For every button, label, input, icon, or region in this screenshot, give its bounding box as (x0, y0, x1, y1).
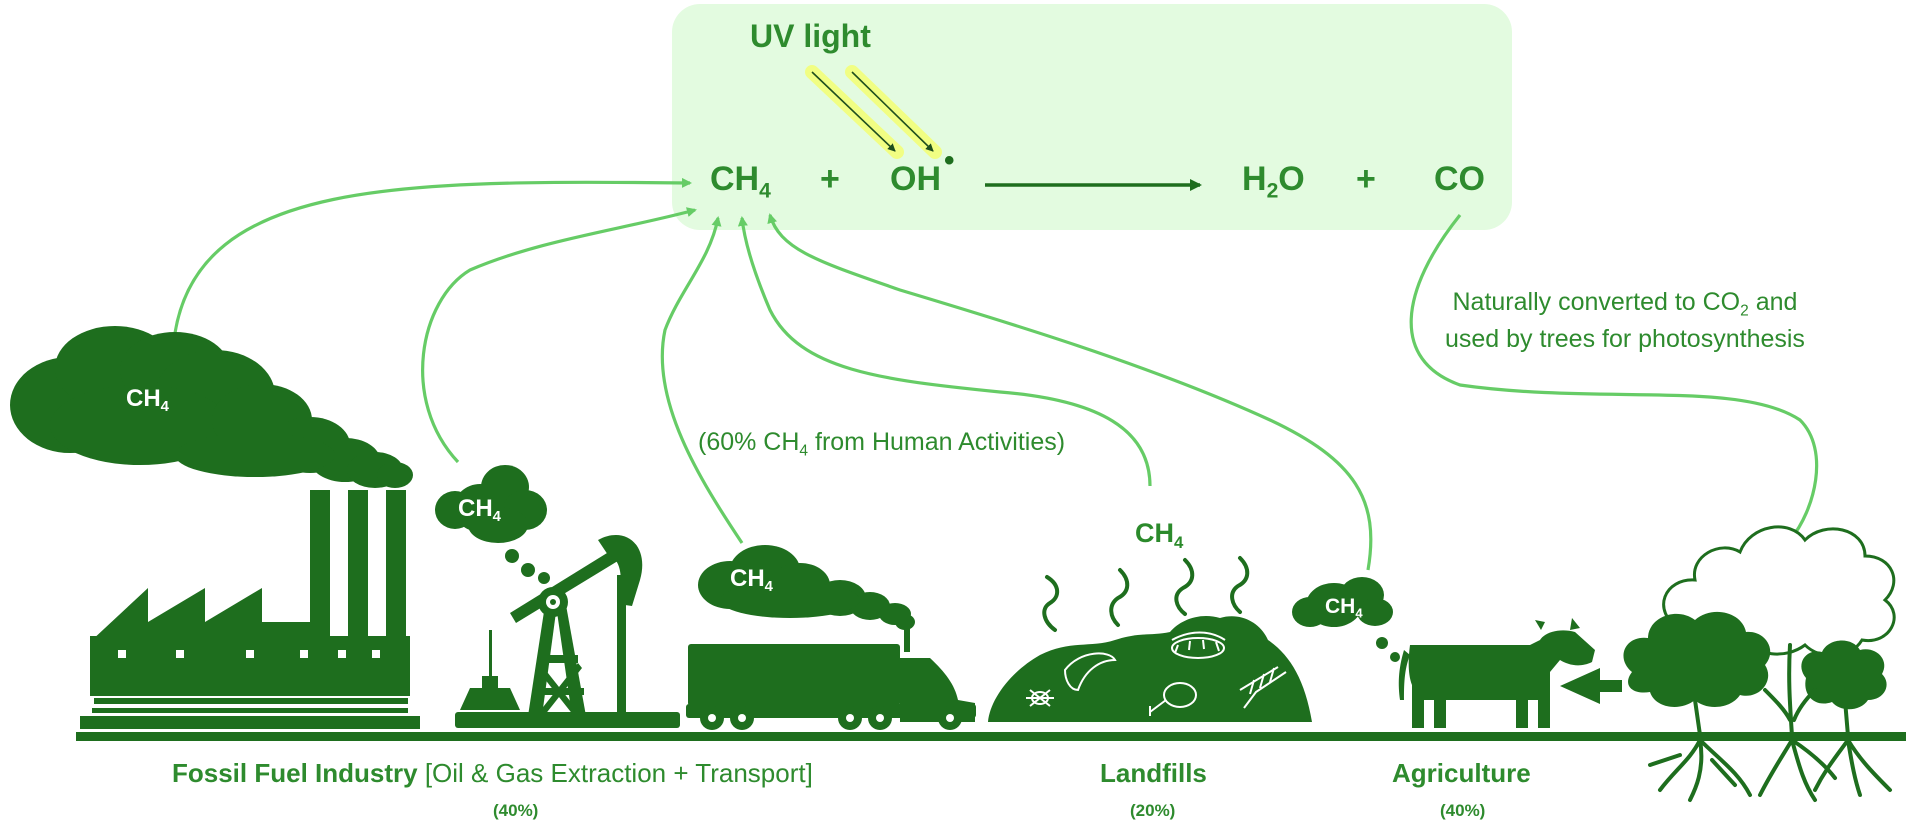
reactant-oh-text: OH (890, 160, 941, 198)
ch4-sub: 4 (160, 399, 169, 416)
landfills-percentage: (20%) (1130, 801, 1176, 820)
agriculture-percentage: (40%) (1440, 801, 1486, 820)
trees-icon (1623, 525, 1896, 802)
ground-line (76, 732, 1906, 741)
factory-smoke-cloud-icon (10, 326, 413, 488)
ch4-label-truck-cloud: CH4 (730, 565, 773, 596)
uv-light-label: UV light (750, 18, 871, 54)
co-conversion-line1-a: Naturally converted to CO (1452, 288, 1741, 316)
ch4-sub: 4 (764, 579, 773, 596)
product-h2o-a: H (1242, 160, 1267, 198)
oil-pump-icon (435, 465, 680, 728)
factory-icon (80, 490, 420, 729)
reactant-ch4-sub: 4 (759, 179, 771, 203)
ch4-text: CH (1325, 595, 1356, 618)
ch4-sub: 4 (492, 509, 501, 526)
truck-icon (686, 545, 976, 730)
ch4-text: CH (458, 495, 493, 522)
co-conversion-line1-b: and (1748, 288, 1798, 316)
human-share-b: from Human Activities) (808, 428, 1066, 456)
truck-wheel-hubs (708, 714, 954, 722)
ch4-text: CH (126, 385, 161, 412)
ch4-label-landfill: CH4 (1135, 518, 1184, 552)
reactant-ch4: CH4 (710, 160, 771, 203)
radical-dot: • (944, 144, 955, 177)
human-share-sub: 4 (799, 442, 809, 460)
co-conversion-note: Naturally converted to CO2 and used by t… (1445, 284, 1805, 358)
product-h2o: H2O (1242, 160, 1305, 203)
fossil-fuel-name: Fossil Fuel Industry (172, 758, 418, 788)
emission-arrows (173, 177, 1819, 571)
plus-sign-1: + (820, 160, 840, 198)
ch4-text: CH (1135, 518, 1174, 548)
human-share-a: (60% CH (698, 428, 800, 456)
uv-light-rays (805, 65, 942, 159)
fossil-fuel-percentage: (40%) (493, 801, 539, 820)
fossil-fuel-caption: Fossil Fuel Industry [Oil & Gas Extracti… (172, 758, 813, 789)
plus-sign-2: + (1356, 160, 1376, 198)
landfill-icon (988, 556, 1312, 722)
co-conversion-line2: used by trees for photosynthesis (1445, 325, 1805, 353)
ch4-text: CH (730, 565, 765, 592)
product-h2o-sub: 2 (1266, 179, 1279, 203)
ch4-sub: 4 (1355, 605, 1363, 621)
ch4-label-factory-cloud: CH4 (126, 385, 169, 416)
agriculture-caption: Agriculture (1392, 758, 1531, 788)
ch4-label-oil-pump-cloud: CH4 (458, 495, 501, 526)
product-h2o-b: O (1278, 160, 1305, 198)
reactant-ch4-text: CH (710, 160, 760, 198)
fossil-fuel-detail: [Oil & Gas Extraction + Transport] (417, 758, 813, 788)
ch4-label-cow-cloud: CH4 (1325, 595, 1363, 621)
co-conversion-line1-sub: 2 (1740, 302, 1749, 320)
reaction-box (672, 4, 1512, 230)
ch4-sub: 4 (1174, 532, 1184, 552)
cow-icon (1292, 577, 1622, 728)
human-activities-note: (60% CH4 from Human Activities) (698, 428, 1066, 460)
product-co: CO (1434, 160, 1485, 198)
landfills-caption: Landfills (1100, 758, 1207, 788)
reactant-oh: OH (890, 160, 941, 199)
